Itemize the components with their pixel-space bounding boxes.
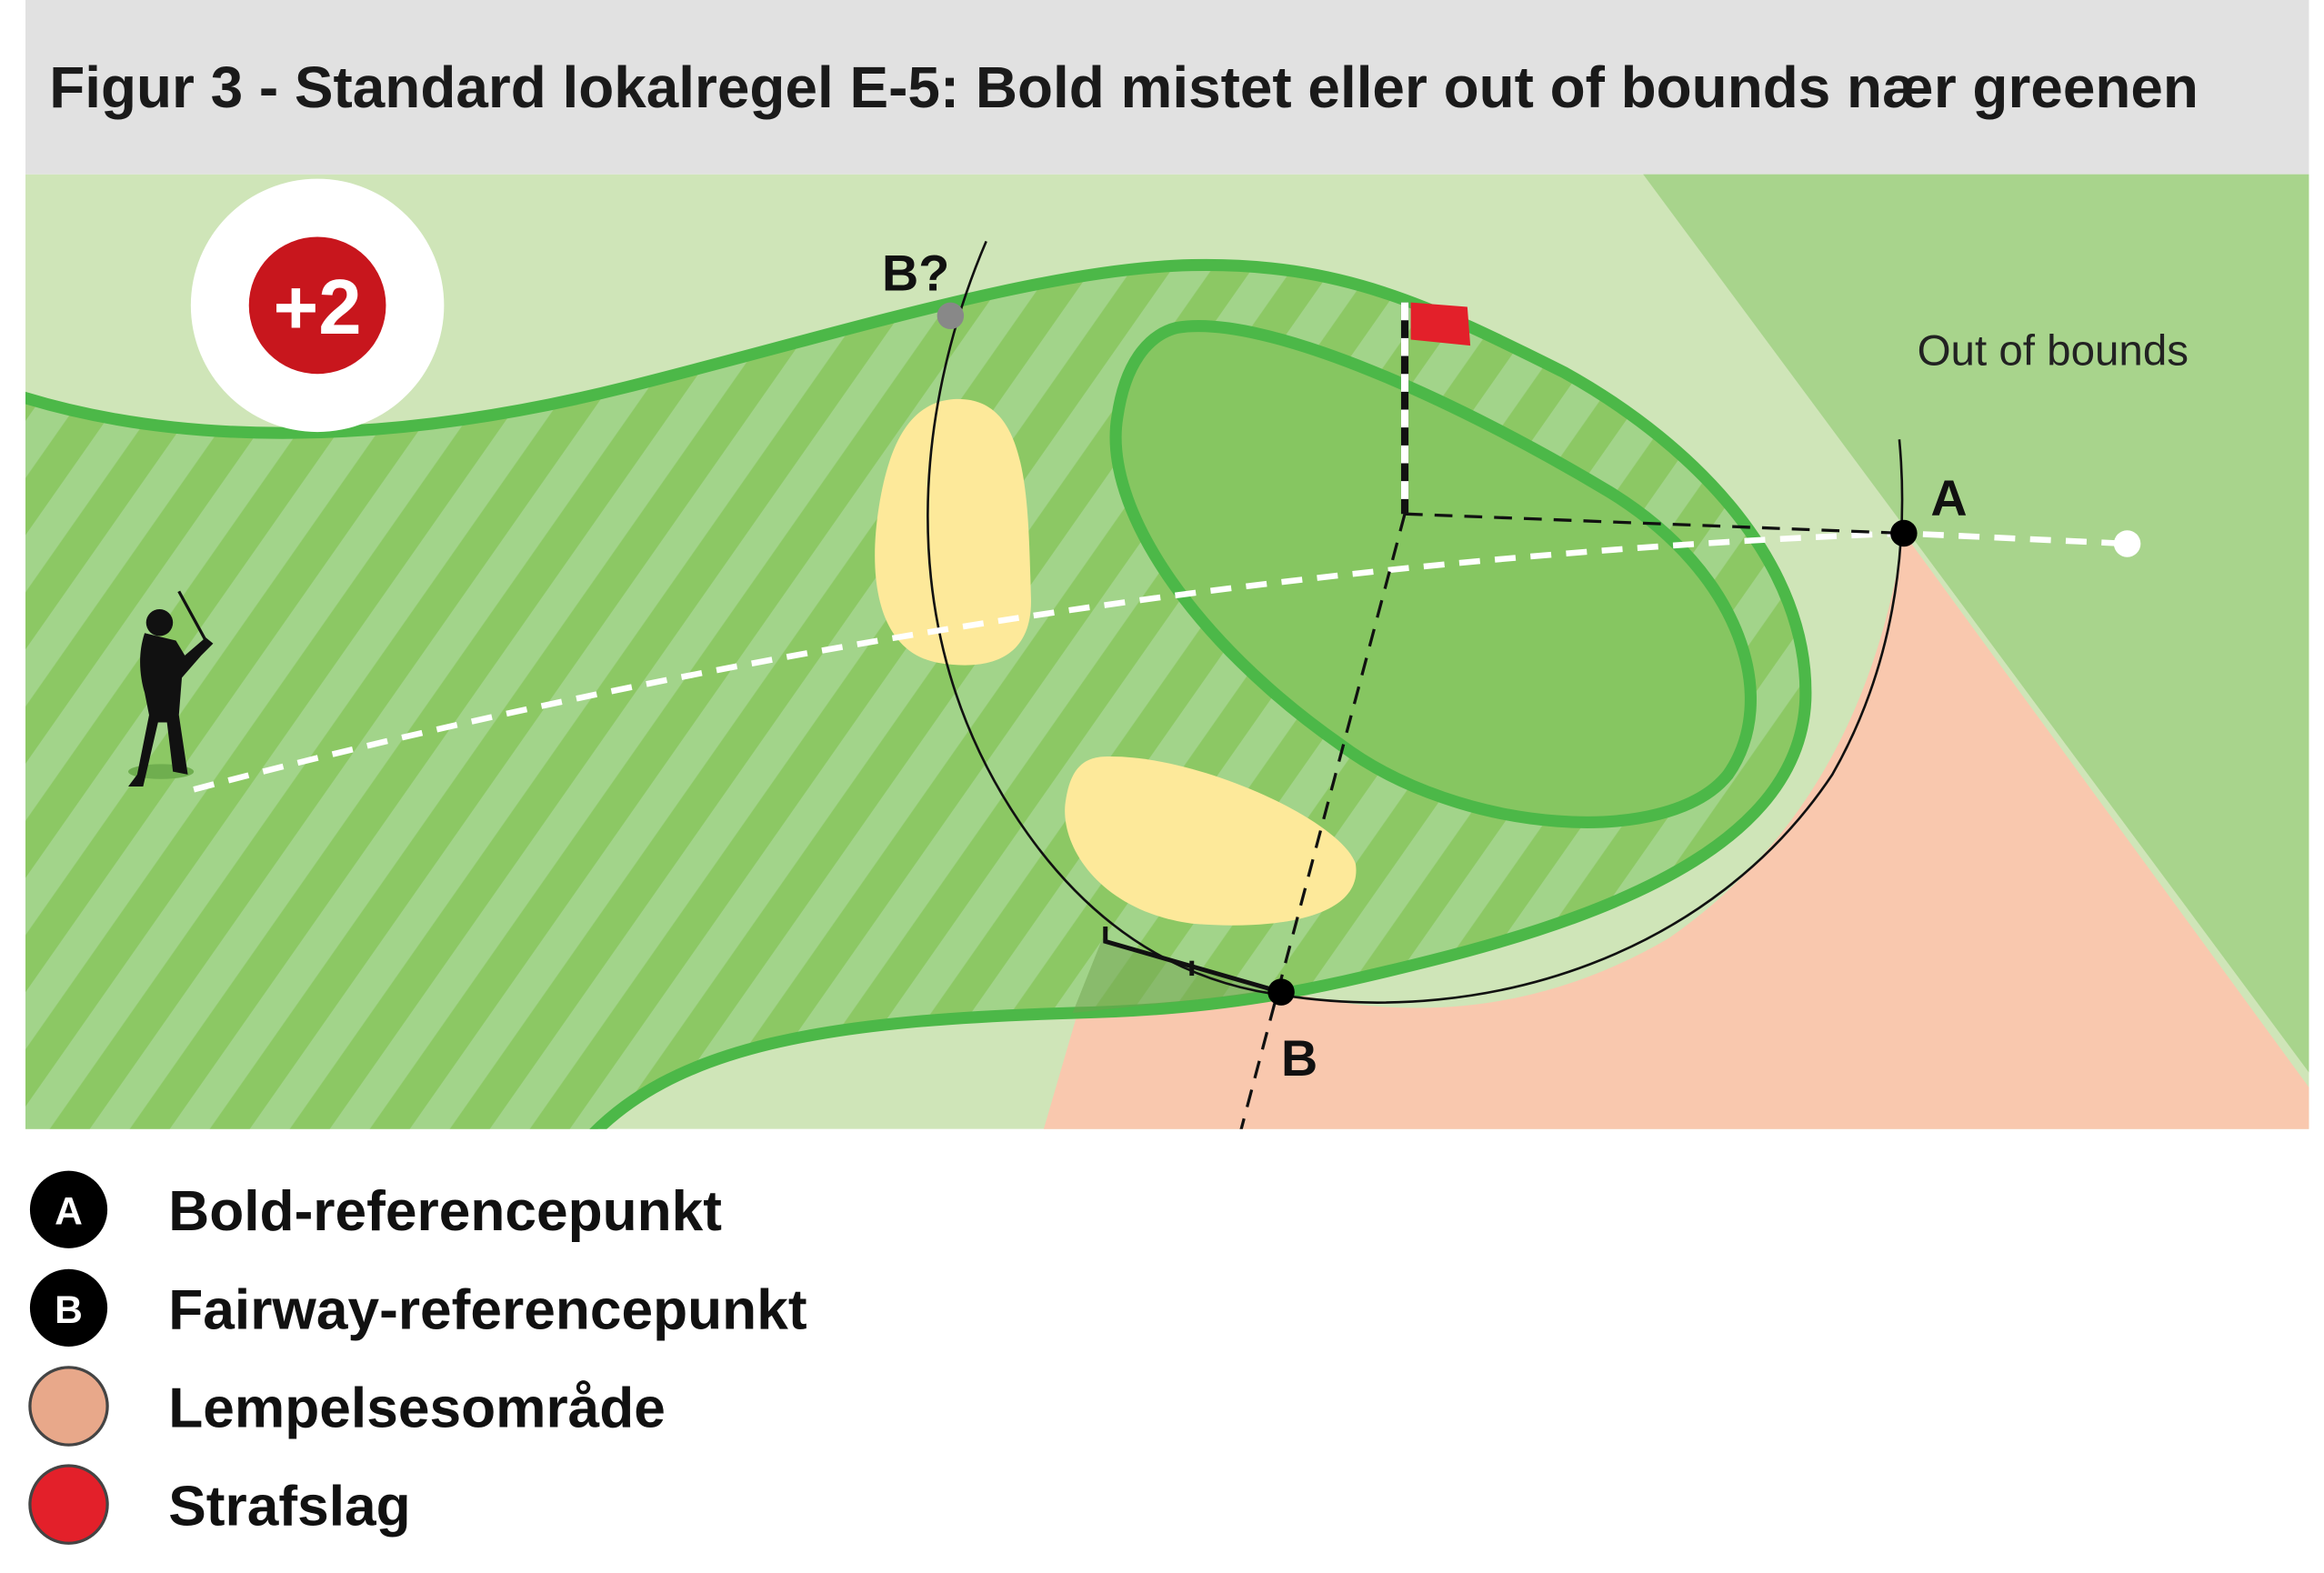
- relief-area: [1043, 533, 2309, 1129]
- label-a: A: [1930, 470, 1967, 526]
- ball-flight-line: [193, 530, 2128, 793]
- bunker: [1065, 756, 1357, 926]
- club-length-marker: [1103, 926, 1282, 995]
- point-b-question: [937, 302, 965, 330]
- legend-label: Bold-referencepunkt: [168, 1180, 722, 1243]
- golfer-icon: [128, 590, 214, 786]
- legend-item-ball-reference: A Bold-referencepunkt: [29, 1170, 722, 1248]
- hole-to-b-line: [1239, 513, 1407, 1129]
- legend-label: Fairway-referencepunkt: [168, 1278, 806, 1341]
- legend-item-fairway-reference: B Fairway-referencepunkt: [29, 1268, 807, 1347]
- penalty-badge: +2: [190, 178, 445, 433]
- ball-end-point: [2113, 530, 2141, 557]
- penalty-strokes: +2: [274, 265, 362, 351]
- legend-item-penalty: Strafslag: [28, 1464, 411, 1545]
- relief-wedge: [1072, 938, 1282, 1014]
- putting-green: [1109, 320, 1757, 828]
- out-of-bounds-area: [1643, 174, 2309, 1073]
- label-b-question: B?: [882, 245, 949, 301]
- flag-icon: [1410, 302, 1471, 346]
- legend-symbol: A: [55, 1190, 83, 1234]
- label-b: B: [1281, 1030, 1317, 1087]
- bunker: [875, 398, 1031, 666]
- legend-item-relief-area: Lempelsesområde: [28, 1366, 666, 1447]
- point-a: [1890, 519, 1918, 547]
- title-bar: [25, 0, 2309, 175]
- legend-label: Lempelsesområde: [168, 1377, 666, 1439]
- label-out-of-bounds: Out of bounds: [1918, 326, 2189, 375]
- hole-to-a-line: [1404, 512, 1904, 536]
- legend-label: Strafslag: [168, 1476, 410, 1538]
- point-b: [1267, 978, 1295, 1006]
- legend: A Bold-referencepunkt B Fairway-referenc…: [28, 1170, 807, 1545]
- legend-symbol: B: [55, 1288, 83, 1332]
- figure-title: Figur 3 - Standard lokalregel E-5: Bold …: [49, 55, 2199, 120]
